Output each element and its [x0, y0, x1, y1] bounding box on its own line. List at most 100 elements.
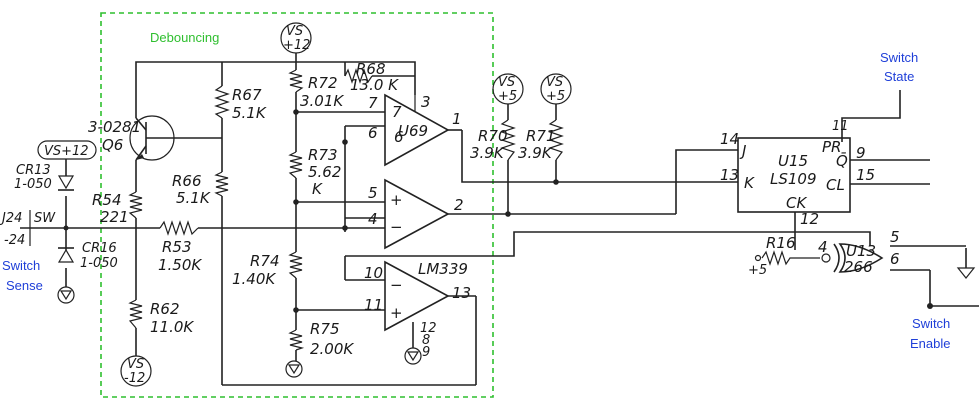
resistor-r73: R73 5.62 K	[288, 146, 341, 198]
svg-text:−: −	[390, 218, 403, 236]
ground-symbol-comparator	[404, 322, 422, 365]
svg-text:+5: +5	[748, 263, 767, 278]
svg-text:5: 5	[890, 228, 900, 246]
svg-text:R62: R62	[150, 300, 180, 318]
resistor-r75: R75 2.00K	[288, 320, 354, 358]
svg-text:3: 3	[421, 93, 431, 111]
svg-text:−: −	[390, 276, 403, 294]
svg-text:9: 9	[856, 144, 866, 162]
svg-text:11.0K: 11.0K	[150, 318, 194, 336]
comparator-u69: 7 7 6 6 3 1 U69	[368, 93, 462, 167]
svg-text:SW: SW	[34, 211, 56, 226]
svg-text:Switch: Switch	[880, 50, 918, 65]
debouncing-label: Debouncing	[150, 30, 219, 45]
svg-text:4: 4	[368, 210, 378, 228]
flipflop-u15: J 14 K 13 U15 LS109 PR 11 Q̄ 9 CL 15 CK …	[720, 119, 875, 228]
power-symbol-vs-plus5-b: VS +5	[540, 73, 572, 105]
svg-text:1.50K: 1.50K	[158, 256, 202, 274]
svg-text:6: 6	[368, 124, 378, 142]
svg-text:U13: U13	[846, 242, 876, 260]
svg-text:-12: -12	[124, 371, 145, 386]
svg-text:6: 6	[890, 250, 900, 268]
svg-text:State: State	[884, 69, 914, 84]
comparator-lm339-bottom: LM339 10 11 13 − + 12 8 9	[364, 260, 476, 360]
svg-text:2.00K: 2.00K	[310, 340, 354, 358]
diode-cr13: CR13 1-050	[14, 163, 75, 192]
debounce-region-box	[100, 12, 494, 398]
svg-text:1.40K: 1.40K	[232, 270, 276, 288]
svg-text:266: 266	[844, 258, 873, 276]
svg-text:R66: R66	[172, 172, 202, 190]
ground-symbol-left	[57, 286, 75, 304]
svg-text:3.9K: 3.9K	[518, 144, 553, 162]
svg-text:R68: R68	[356, 60, 386, 78]
svg-text:R73: R73	[308, 146, 338, 164]
svg-text:221: 221	[100, 208, 129, 226]
svg-text:R72: R72	[308, 74, 338, 92]
resistor-r16: R16 +5	[748, 234, 820, 278]
svg-text:CR16: CR16	[82, 241, 117, 256]
wires-right	[448, 90, 979, 309]
svg-text:J24: J24	[0, 211, 22, 226]
resistor-r66: R66 5.1K	[172, 171, 229, 207]
svg-text:12: 12	[420, 321, 437, 336]
svg-text:Sense: Sense	[6, 278, 43, 293]
svg-text:12: 12	[800, 210, 819, 228]
diode-cr16: CR16 1-050	[57, 241, 118, 271]
svg-text:CR13: CR13	[16, 163, 51, 178]
switch-state-annotation: Switch State	[880, 50, 918, 84]
svg-text:PR: PR	[822, 138, 841, 156]
svg-text:5: 5	[368, 184, 378, 202]
svg-text:CL: CL	[826, 176, 845, 194]
resistor-r62: R62 11.0K	[128, 299, 194, 336]
switch-enable-annotation: Switch Enable	[910, 316, 950, 351]
switch-sense-annotation: Switch Sense	[2, 258, 43, 293]
svg-text:7: 7	[368, 94, 378, 112]
svg-text:VS: VS	[127, 357, 144, 372]
power-symbol-vs-plus5-a: VS +5	[492, 73, 524, 105]
svg-text:13.0 K: 13.0 K	[350, 76, 399, 94]
svg-text:6: 6	[394, 128, 404, 146]
resistor-r67: R67 5.1K	[214, 85, 267, 122]
svg-text:+5: +5	[546, 89, 565, 104]
comparator-mid: 5 4 2 + −	[368, 178, 464, 250]
svg-text:+12: +12	[283, 38, 310, 53]
wires-left	[20, 61, 477, 386]
svg-text:7: 7	[392, 103, 402, 121]
svg-text:2: 2	[454, 196, 464, 214]
svg-text:13: 13	[452, 284, 471, 302]
svg-text:+: +	[390, 191, 403, 209]
svg-text:LM339: LM339	[418, 260, 468, 278]
svg-text:-24: -24	[4, 233, 25, 248]
resistor-r68: R68 13.0 K	[344, 60, 399, 94]
power-symbol-vs-plus12-left: VS+12	[37, 140, 97, 160]
svg-text:K: K	[312, 180, 323, 198]
svg-text:8: 8	[422, 333, 430, 348]
svg-text:15: 15	[856, 166, 875, 184]
svg-text:9: 9	[422, 345, 430, 360]
ground-symbol-right	[956, 248, 976, 279]
power-symbol-vs-minus12-bottom: VS -12	[120, 355, 152, 387]
svg-text:14: 14	[720, 130, 739, 148]
svg-text:R74: R74	[250, 252, 280, 270]
svg-text:3-0281: 3-0281	[88, 118, 141, 136]
svg-text:5.1K: 5.1K	[176, 189, 211, 207]
power-symbol-vs-plus12-top: VS +12	[280, 22, 312, 62]
svg-text:5.1K: 5.1K	[232, 104, 267, 122]
svg-text:11: 11	[364, 296, 383, 314]
svg-text:1-050: 1-050	[80, 256, 118, 271]
svg-text:1-050: 1-050	[14, 177, 52, 192]
svg-text:Q̄: Q̄	[836, 151, 848, 170]
svg-text:R70: R70	[478, 127, 508, 145]
resistor-r72: R72 3.01K	[288, 69, 344, 110]
svg-text:13: 13	[720, 166, 739, 184]
svg-text:K: K	[744, 174, 755, 192]
svg-text:3.9K: 3.9K	[470, 144, 505, 162]
svg-text:5.62: 5.62	[308, 163, 341, 181]
svg-text:10: 10	[364, 264, 383, 282]
svg-text:R53: R53	[162, 238, 192, 256]
svg-text:R54: R54	[92, 191, 122, 209]
svg-text:11: 11	[832, 119, 849, 134]
svg-text:R67: R67	[232, 86, 262, 104]
